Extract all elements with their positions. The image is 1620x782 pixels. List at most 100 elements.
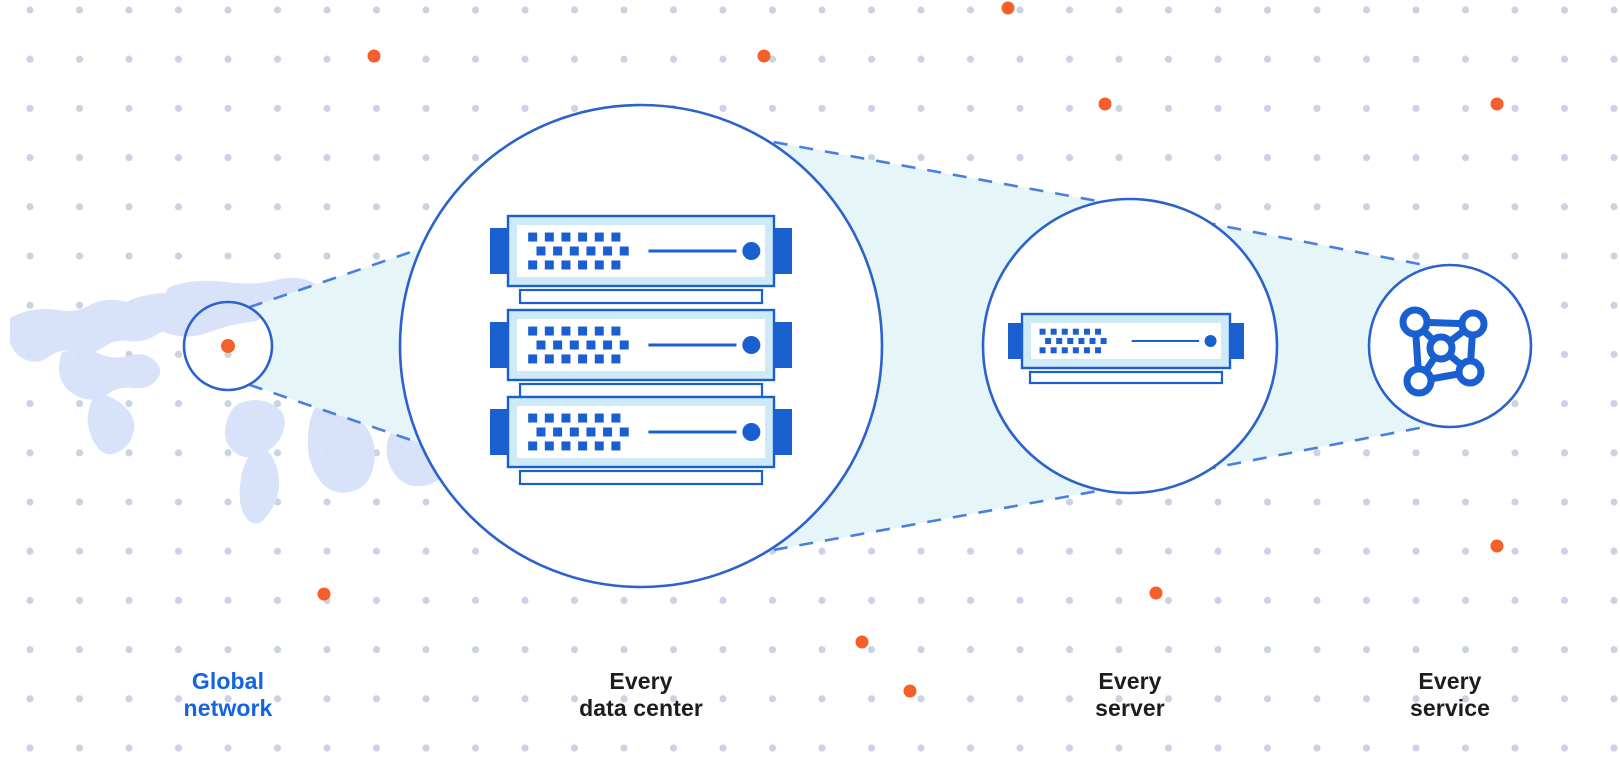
accent-dot-group — [317, 1, 1504, 698]
accent-dot — [1490, 539, 1504, 553]
service-graph-node — [1426, 333, 1456, 363]
server-status-led — [742, 242, 761, 260]
server-vent-square — [536, 427, 546, 437]
server-vent-square — [553, 246, 563, 256]
accent-dot — [317, 587, 331, 601]
server-status-led — [1204, 335, 1217, 347]
server-vent-square — [611, 326, 621, 336]
server-vent-square — [611, 354, 621, 364]
server-vent-square — [611, 441, 621, 451]
server-vent-square — [536, 246, 546, 256]
server-vent-square — [578, 260, 588, 270]
accent-dot — [1098, 97, 1112, 111]
service-graph-node — [1455, 357, 1485, 387]
server-vent-square — [594, 260, 604, 270]
map-marker-dot[interactable] — [221, 339, 235, 353]
server-vent-square — [553, 340, 563, 350]
server-vent-square — [578, 326, 588, 336]
server-vent-square — [1095, 328, 1102, 335]
server-vent-square — [544, 326, 554, 336]
server-vent-square — [619, 427, 629, 437]
server-vent-square — [1089, 338, 1096, 344]
server-vent-square — [1095, 347, 1102, 354]
server-vent-square — [544, 354, 554, 364]
server-vent-square — [544, 441, 554, 451]
server-vent-square — [528, 413, 538, 423]
server-vent-square — [561, 354, 571, 364]
server-vent-square — [1061, 347, 1068, 354]
network-location-marker[interactable] — [182, 300, 274, 392]
server-vent-square — [561, 413, 571, 423]
accent-dot — [1490, 97, 1504, 111]
accent-dot — [1149, 586, 1163, 600]
server-vent-square — [544, 232, 554, 242]
map-marker-circle[interactable] — [182, 300, 274, 392]
server-vent-square — [1039, 347, 1046, 354]
service-graph-node — [1399, 306, 1431, 338]
server-vent-square — [611, 232, 621, 242]
server-vent-square — [528, 232, 538, 242]
server-vent-square — [578, 441, 588, 451]
server-vent-square — [561, 232, 571, 242]
server-vent-square — [561, 260, 571, 270]
server-vent-square — [528, 354, 538, 364]
service-graph-node — [1403, 365, 1435, 397]
rack-shelf-rail — [518, 288, 764, 305]
server-vent-square — [1072, 328, 1079, 335]
server-base-shelf — [1028, 370, 1224, 385]
server-vent-square — [1050, 347, 1057, 354]
server-vent-square — [1072, 347, 1079, 354]
server-vent-square — [611, 260, 621, 270]
server-vent-square — [553, 427, 563, 437]
accent-dot — [367, 49, 381, 63]
accent-dot — [903, 684, 917, 698]
server-vent-square — [528, 326, 538, 336]
server-status-led — [742, 336, 761, 354]
server-vent-square — [578, 413, 588, 423]
server-vent-square — [578, 232, 588, 242]
server-vent-square — [569, 427, 579, 437]
server-vent-square — [594, 326, 604, 336]
accent-dot — [757, 49, 771, 63]
accent-dot — [855, 635, 869, 649]
server-vent-square — [611, 413, 621, 423]
accent-dot — [1001, 1, 1015, 15]
server-vent-square — [586, 427, 596, 437]
server-vent-square — [1056, 338, 1063, 344]
server-vent-square — [619, 340, 629, 350]
server-vent-square — [569, 340, 579, 350]
server-vent-square — [561, 441, 571, 451]
server-vent-square — [1045, 338, 1052, 344]
server-vent-square — [528, 441, 538, 451]
server-vent-square — [1083, 347, 1090, 354]
server-vent-square — [586, 246, 596, 256]
server-vent-square — [603, 427, 613, 437]
server-vent-square — [1039, 328, 1046, 335]
server-vent-square — [603, 340, 613, 350]
rack-shelf-rail — [518, 382, 764, 399]
server-vent-square — [544, 260, 554, 270]
server-vent-square — [569, 246, 579, 256]
server-vent-square — [1067, 338, 1074, 344]
server-vent-square — [561, 326, 571, 336]
server-status-led — [742, 423, 761, 441]
server-vent-square — [594, 413, 604, 423]
server-vent-square — [528, 260, 538, 270]
server-vent-square — [619, 246, 629, 256]
server-vent-square — [536, 340, 546, 350]
server-rack-icon — [490, 214, 792, 486]
server-vent-square — [603, 246, 613, 256]
server-vent-square — [544, 413, 554, 423]
server-vent-square — [586, 340, 596, 350]
server-vent-square — [594, 232, 604, 242]
server-vent-square — [578, 354, 588, 364]
server-vent-square — [1050, 328, 1057, 335]
service-network-node-icon — [1399, 306, 1488, 397]
service-graph-node — [1458, 309, 1488, 339]
server-vent-square — [1100, 338, 1107, 344]
server-vent-square — [1061, 328, 1068, 335]
rack-shelf-rail — [518, 469, 764, 486]
server-vent-square — [594, 441, 604, 451]
